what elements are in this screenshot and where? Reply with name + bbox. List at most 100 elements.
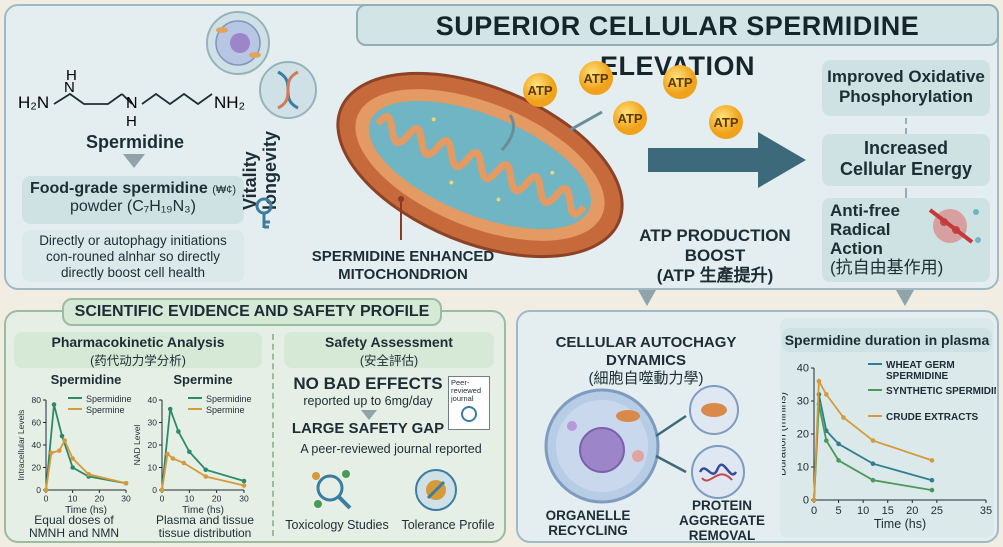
atp-bubbles: ATP ATP ATP ATP ATP xyxy=(500,61,743,152)
chart0-caption: Equal doses of NMNH and NMN xyxy=(10,514,138,540)
data-point xyxy=(165,451,170,457)
legend-label: CRUDE EXTRACTS xyxy=(886,412,979,423)
autophagy-title-line2: (細胞自噬動力學) xyxy=(588,370,704,387)
legend-label: SPERMIDINE xyxy=(886,371,949,382)
atp-boost-line3: (ATP 生產提升) xyxy=(656,266,774,285)
n2-h: H xyxy=(126,113,137,130)
right-arrow-icon xyxy=(648,132,806,188)
organelle-recycling: ORGANELLE RECYCLING xyxy=(528,508,648,538)
n1-h: H xyxy=(66,67,77,84)
pk-title-box: Pharmacokinetic Analysis (药代动力学分析) xyxy=(14,332,262,368)
mito-pointer-dot xyxy=(398,196,404,202)
data-point xyxy=(203,474,209,479)
data-point xyxy=(929,477,935,483)
x-tick-label: 30 xyxy=(121,494,131,504)
autophagy-cell-illustration xyxy=(544,385,745,504)
x-axis-label: Time (hs) xyxy=(182,505,224,516)
atp-boost-line2: BOOST xyxy=(684,246,746,265)
data-point xyxy=(181,460,187,466)
data-point xyxy=(870,461,876,466)
legend-label: Spermidine xyxy=(206,394,252,404)
molecule-name: Spermidine xyxy=(85,132,185,152)
y-axis-label: Duration (minins) xyxy=(782,392,788,476)
x-tick-label: 5 xyxy=(836,505,842,517)
safety-title: Safety Assessment xyxy=(325,334,453,350)
journal-icon: Peer-reviewed journal xyxy=(448,376,490,430)
protein-line3: REMOVAL xyxy=(688,528,756,543)
data-point xyxy=(836,441,841,447)
protein-line2: AGGREGATE xyxy=(678,513,765,528)
vitality-line2: longevity xyxy=(260,130,280,210)
y-tick-label: 0 xyxy=(803,495,809,507)
food-grade-line1: Food-grade spermidine xyxy=(29,180,208,197)
x-tick-label: 15 xyxy=(882,505,894,517)
y-tick-label: 20 xyxy=(148,440,158,450)
atp-boost-line1: ATP PRODUCTION xyxy=(639,226,791,245)
atp-bubble-1 xyxy=(523,73,557,107)
x-axis-label: Time (hs) xyxy=(874,517,926,531)
data-point xyxy=(816,378,822,384)
reported-dose: reported up to 6mg/day xyxy=(303,394,433,408)
x-tick-label: 20 xyxy=(906,505,918,517)
y-tick-label: 20 xyxy=(797,429,809,441)
mito-label-line1: SPERMIDINE ENHANCED xyxy=(311,248,495,265)
benefit-oxidative-line1: Improved Oxidative xyxy=(827,67,985,86)
x-tick-label: 10 xyxy=(68,494,78,504)
data-point xyxy=(43,487,49,493)
data-point xyxy=(203,467,209,473)
data-point xyxy=(241,478,247,484)
y-axis-label: NAD Level xyxy=(132,425,142,466)
data-point xyxy=(51,402,57,407)
data-point xyxy=(929,458,935,463)
mito-pointer-line xyxy=(400,200,402,240)
y-tick-label: 10 xyxy=(148,462,158,472)
tolerance-label: Tolerance Profile xyxy=(401,518,495,532)
autophagy-note-box: Directly or autophagy initiations con-ro… xyxy=(22,230,244,282)
svg-text:ATP: ATP xyxy=(667,75,692,90)
x-tick-label: 30 xyxy=(239,494,249,504)
organelle-line1: ORGANELLE xyxy=(545,508,631,523)
series-line xyxy=(161,408,245,491)
data-point xyxy=(870,477,876,483)
plasma-chart-title: Spermidine duration in plasma xyxy=(784,332,990,348)
mito-label: SPERMIDINE ENHANCED MITOCHONDRION xyxy=(306,248,500,284)
amine-left: H₂N xyxy=(18,93,49,112)
connector-arrow-1 xyxy=(638,290,656,306)
tolerance-icon xyxy=(415,469,457,511)
data-point xyxy=(70,456,75,461)
y-tick-label: 80 xyxy=(32,395,42,405)
benefit-antiradical-line4: (抗自由基作用) xyxy=(830,258,944,277)
x-tick-label: 35 xyxy=(980,505,992,517)
data-point xyxy=(176,429,181,434)
autophagy-title-line1: CELLULAR AUTOCHAGY DYNAMICS xyxy=(555,334,737,369)
dna-icon xyxy=(259,61,317,119)
mitochondrion-illustration xyxy=(336,71,624,259)
y-tick-label: 60 xyxy=(32,417,42,427)
data-point xyxy=(86,471,91,477)
food-grade-box: Food-grade spermidine (₩¢) powder (C₇H₁₉… xyxy=(22,176,244,224)
amine-right: NH₂ xyxy=(214,93,245,112)
chart-title: Spermidine xyxy=(51,372,122,387)
toxicology-icon xyxy=(312,470,352,510)
benefit-antiradical-line3: Action xyxy=(830,239,883,258)
no-bad-effects: NO BAD EFFECTS xyxy=(293,374,443,393)
title-banner: SUPERIOR CELLULAR SPERMIDINE ELEVATION xyxy=(356,4,999,81)
autophagy-note-text: Directly or autophagy initiations con-ro… xyxy=(39,233,227,280)
chart1-caption-line1: Plasma and tissue xyxy=(155,513,255,527)
svg-text:ATP: ATP xyxy=(617,111,642,126)
food-grade-note: (₩¢) xyxy=(212,184,237,196)
y-tick-label: 0 xyxy=(152,485,157,495)
data-point xyxy=(62,438,67,443)
y-tick-label: 0 xyxy=(36,485,41,495)
evidence-title-box: SCIENTIFIC EVIDENCE AND SAFETY PROFILE xyxy=(62,298,442,326)
x-tick-label: 0 xyxy=(44,494,49,504)
vitality-line1: Vitality xyxy=(240,151,260,210)
protein-line1: PROTEIN xyxy=(691,498,752,513)
y-axis-label: Intracellular Levels xyxy=(16,410,26,481)
data-point xyxy=(187,449,192,455)
page-title: SUPERIOR CELLULAR SPERMIDINE ELEVATION xyxy=(435,11,920,81)
atp-bubble-4 xyxy=(613,101,647,135)
data-point xyxy=(241,483,247,488)
